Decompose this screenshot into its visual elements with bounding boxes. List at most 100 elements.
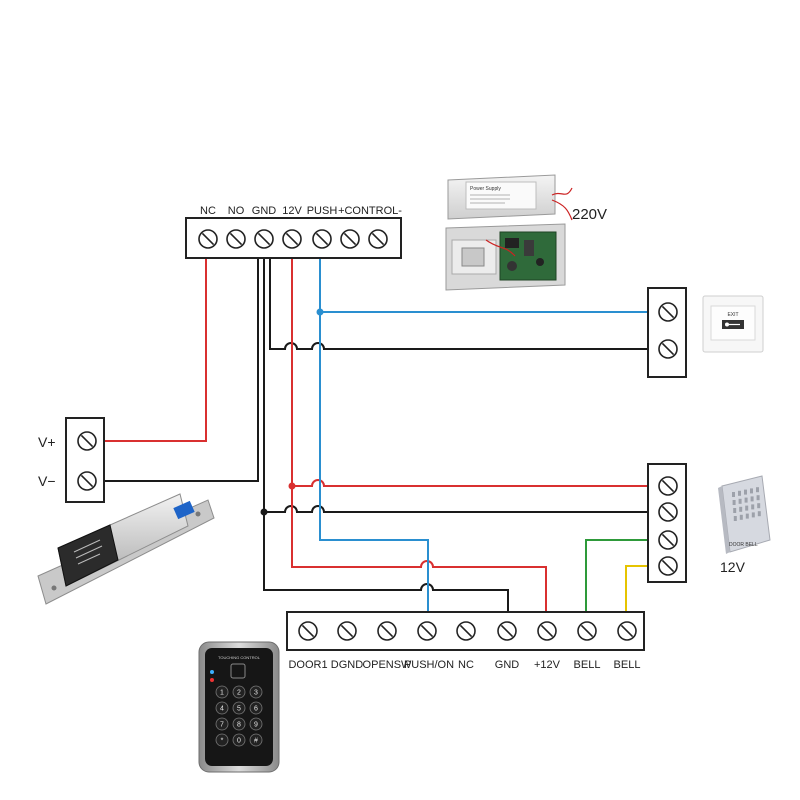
exit-button-label: EXIT <box>727 312 738 318</box>
controller-label-no: NO <box>228 205 245 217</box>
wire-gnd-to-exit <box>269 240 668 350</box>
doorbell-grille-slot <box>750 488 753 494</box>
lock-power-terminal-block: V+ V− <box>38 417 105 503</box>
panel-screw-terminal <box>298 621 318 641</box>
controller-terminal-block: NC NO GND 12V PUSH +CONTROL- <box>185 205 402 259</box>
controller-screw-terminal <box>312 229 332 249</box>
panel-label-gnd: GND <box>495 659 520 671</box>
bell-screw-terminal <box>658 476 678 496</box>
keypad-key: 2 <box>232 685 246 699</box>
panel-label-nc: NC <box>458 659 474 671</box>
doorbell-terminal-block <box>647 463 687 583</box>
keypad-key-label: # <box>254 738 258 745</box>
keypad-key: # <box>249 733 263 747</box>
keypad-key-label: 4 <box>220 706 224 713</box>
keypad-key-label: 1 <box>220 690 224 697</box>
wire-gnd-to-bell-block <box>263 240 668 513</box>
doorbell-grille-slot <box>733 508 737 513</box>
keypad-key: * <box>215 733 229 747</box>
panel-screw-terminal <box>577 621 597 641</box>
doorbell-grille-slot <box>756 487 759 493</box>
doorbell-grille-slot <box>751 512 755 518</box>
electric-bolt-lock-image <box>37 493 215 605</box>
wire-nc-to-vplus <box>100 240 207 442</box>
panel-screw-terminal <box>417 621 437 641</box>
wire-gnd-to-vminus <box>100 240 259 482</box>
doorbell-grille-slot <box>750 496 754 502</box>
junction-dot <box>316 308 324 316</box>
keypad-key: 1 <box>215 685 229 699</box>
bell-screw-terminal <box>658 556 678 576</box>
psu-voltage-label: 220V <box>572 206 607 223</box>
doorbell-label: DOOR BELL <box>729 542 758 548</box>
psu-title: Power Supply <box>470 186 501 192</box>
panel-label-dgnd: DGND <box>331 659 363 671</box>
panel-label-12v: +12V <box>534 659 561 671</box>
controller-screw-terminal <box>340 229 360 249</box>
vplus-label: V+ <box>38 434 56 450</box>
access-panel-terminal-block: DOOR1 DGND OPENSW PUSH/ON NC GND +12V BE… <box>286 611 645 671</box>
doorbell-grille-slot <box>739 514 743 520</box>
panel-label-opensw: OPENSW <box>363 659 413 671</box>
controller-screw-terminal <box>226 229 246 249</box>
doorbell-grille-slot <box>744 497 748 503</box>
panel-screw-terminal <box>456 621 476 641</box>
panel-label-bell-1: BELL <box>574 659 601 671</box>
panel-label-push-on: PUSH/ON <box>404 659 454 671</box>
wire-12v-to-bell-block <box>291 240 668 487</box>
controller-screw-terminal <box>282 229 302 249</box>
lock-power-screw-terminal <box>77 471 97 491</box>
doorbell-grille-slot <box>756 495 760 501</box>
doorbell-grille-slot <box>733 516 737 521</box>
power-supply-image: Power Supply 220V <box>445 174 607 291</box>
lock-power-screw-terminal <box>77 431 97 451</box>
keypad-key-label: 3 <box>254 690 258 697</box>
doorbell-grille-slot <box>732 492 735 497</box>
keypad-key: 9 <box>249 717 263 731</box>
doorbell-grille-slot <box>739 506 743 512</box>
panel-screw-terminal <box>617 621 637 641</box>
exit-screw-terminal <box>658 302 678 322</box>
keypad-key-label: 9 <box>254 722 258 729</box>
keypad-key: 7 <box>215 717 229 731</box>
keypad-key: 8 <box>232 717 246 731</box>
doorbell-grille-slot <box>751 504 755 510</box>
exit-screw-terminal <box>658 339 678 359</box>
wires <box>100 240 668 630</box>
controller-screw-terminal <box>198 229 218 249</box>
exit-button-image: EXIT <box>702 295 764 353</box>
panel-screw-terminal <box>337 621 357 641</box>
keypad-key-label: 2 <box>237 690 241 697</box>
panel-screw-terminal <box>377 621 397 641</box>
vminus-label: V− <box>38 473 56 489</box>
controller-screw-terminal <box>254 229 274 249</box>
doorbell-grille-slot <box>757 511 761 517</box>
doorbell-grille-slot <box>738 490 741 496</box>
doorbell-grille-slot <box>738 498 742 504</box>
controller-label-nc: NC <box>200 205 216 217</box>
controller-label-12v: 12V <box>282 205 302 217</box>
controller-label-push: PUSH <box>307 205 338 217</box>
wire-push-to-panel <box>319 312 429 630</box>
panel-label-bell-2: BELL <box>614 659 641 671</box>
panel-label-door1: DOOR1 <box>288 659 327 671</box>
controller-label-control: +CONTROL- <box>338 205 402 217</box>
keypad-key: 3 <box>249 685 263 699</box>
keypad-key-label: * <box>221 738 224 745</box>
panel-screw-terminal <box>537 621 557 641</box>
junction-dot <box>260 508 268 516</box>
controller-label-gnd: GND <box>252 205 277 217</box>
keypad-key-label: 6 <box>254 706 258 713</box>
junction-dot <box>288 482 296 490</box>
doorbell-grille-slot <box>732 500 736 505</box>
keypad-key-label: 8 <box>237 722 241 729</box>
keypad-key: 0 <box>232 733 246 747</box>
keypad-key-label: 5 <box>237 706 241 713</box>
bell-screw-terminal <box>658 502 678 522</box>
controller-screw-terminal <box>368 229 388 249</box>
doorbell-grille-slot <box>744 489 747 495</box>
doorbell-grille-slot <box>757 503 761 509</box>
keypad-key: 6 <box>249 701 263 715</box>
keypad-key-label: 0 <box>237 738 241 745</box>
